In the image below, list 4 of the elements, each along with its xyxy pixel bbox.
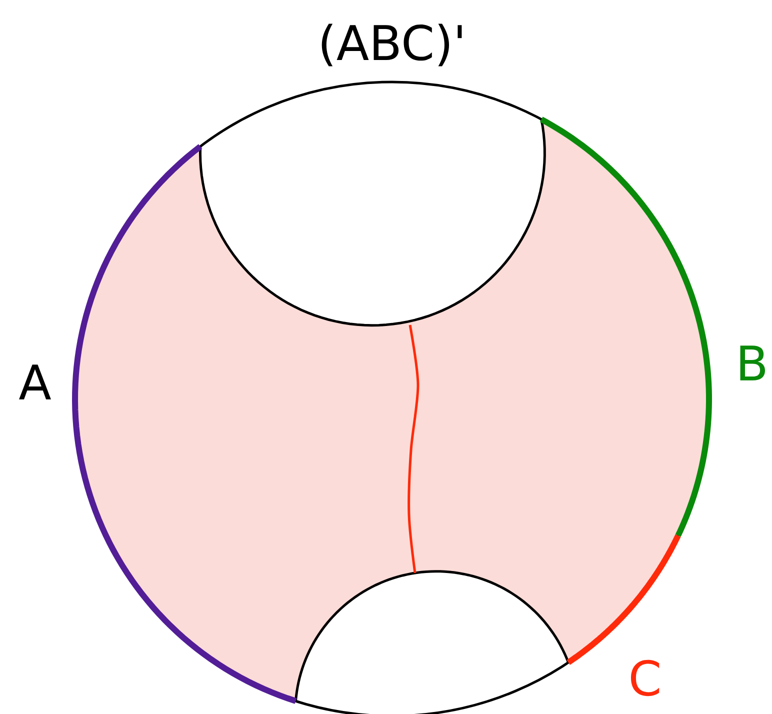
region-label: C (631, 660, 660, 696)
region-label: (ABC)' (322, 24, 462, 66)
region-label: B (740, 346, 766, 380)
region-label: A (19, 364, 51, 400)
